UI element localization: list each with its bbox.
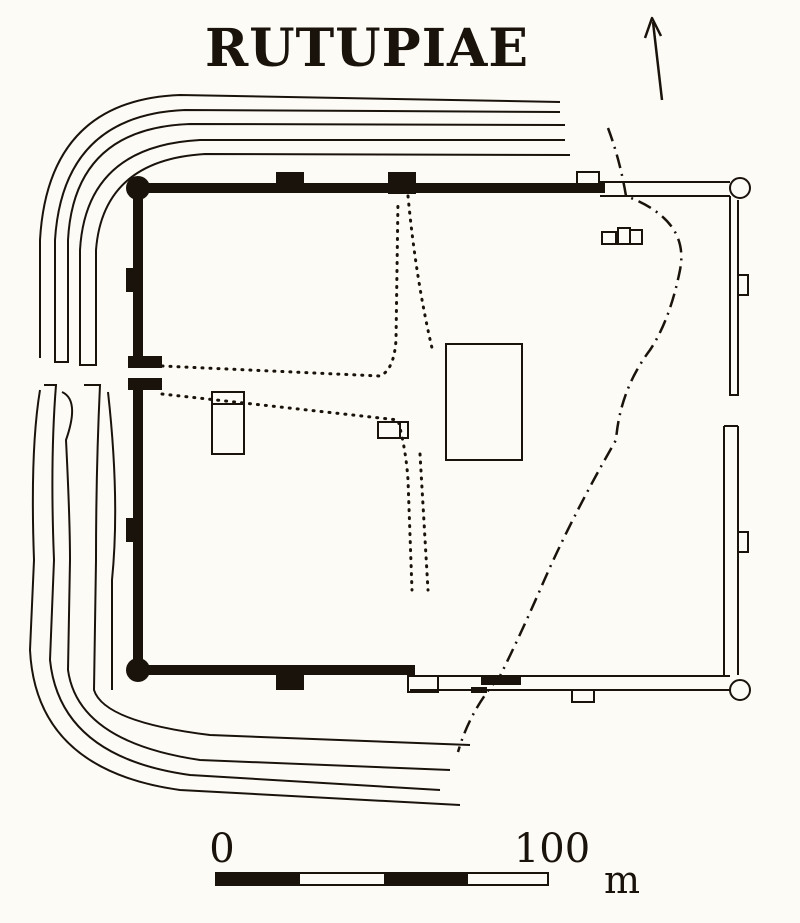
ditch-line [28,389,461,806]
scale-segment-dark [384,873,468,885]
outer-ditches [28,93,571,806]
early-ditches-dotted [160,194,434,592]
tower-sw [126,658,150,682]
dotted-ditch [406,194,434,350]
fort-walls-outline [407,171,751,703]
wall-south-east [410,675,730,691]
plan-title: RUTUPIAE [205,18,529,79]
scale-segment-dark [216,873,300,885]
ditch-line [54,108,566,363]
internal-buildings [211,227,643,461]
tower-north-small [576,171,600,185]
tower-west-2 [126,518,142,542]
tower-ne [729,177,751,199]
building-small-centre [377,421,409,439]
tower-north-1 [276,172,304,190]
tower-south-1 [276,670,304,690]
tower-west-1 [126,268,142,292]
tower-west-gate-s [128,378,162,390]
erosion-line [456,127,683,753]
dotted-ditch [418,452,430,592]
tower-south-3 [471,687,487,693]
tower-west-gate-n [128,356,162,368]
scale-end-label: 100 [514,826,590,872]
ditch-line [61,391,451,771]
ditch-line [39,93,561,358]
ditch-line [84,384,471,746]
tower-south-gate [407,675,439,693]
wall-towers [126,172,416,690]
tower-north-gate [388,172,416,194]
dotted-ditch [160,392,414,592]
scale-unit-label: m [604,858,640,902]
central-monument-base [445,343,523,461]
tower-south-2 [571,689,595,703]
corner-towers [126,176,150,682]
building-ne-cluster [601,227,643,245]
building-west [211,391,245,455]
scale-start-label: 0 [209,826,234,872]
ditch-line [79,139,571,366]
tower-east-1 [737,274,749,296]
wall-east-upper [729,196,739,396]
tower-nw [126,176,150,200]
north-arrow-icon [643,16,664,101]
wall-north-east [600,181,730,197]
tower-east-2 [737,531,749,553]
scale-bar: 0 100 m [209,826,640,902]
ditch-line [107,391,117,690]
ditch-line [44,384,441,791]
dotted-ditch [160,198,400,378]
